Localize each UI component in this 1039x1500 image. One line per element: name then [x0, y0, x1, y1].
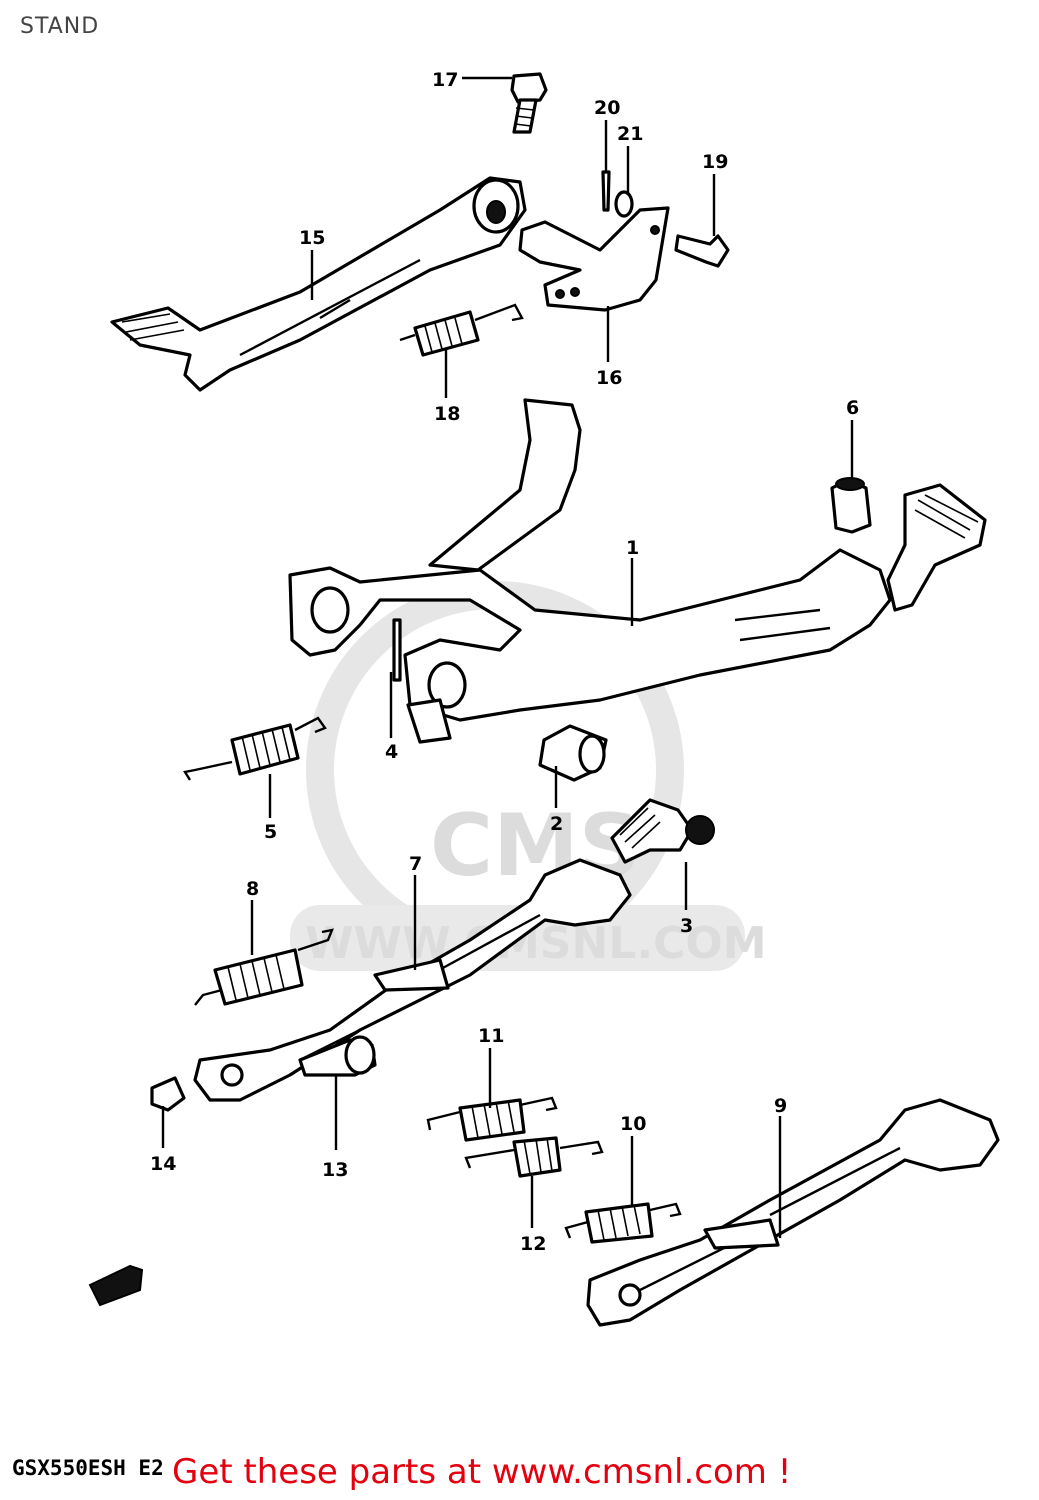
- side-stand-9-part: [586, 1098, 1000, 1327]
- callout-18: 18: [434, 403, 460, 425]
- callout-3: 3: [680, 915, 693, 937]
- leader-lines: [161, 76, 854, 1238]
- callout-1: 1: [626, 537, 639, 559]
- callout-4: 4: [385, 741, 398, 763]
- model-code: GSX550ESH E2: [12, 1456, 164, 1480]
- callout-8: 8: [246, 878, 259, 900]
- callout-13: 13: [322, 1159, 348, 1181]
- pin-20-part: [601, 170, 611, 212]
- collar-2-part: [538, 724, 608, 782]
- callout-11: 11: [478, 1025, 504, 1047]
- bracket-fragment-part: [88, 1264, 144, 1307]
- spring-5-part: [183, 716, 327, 781]
- callout-2: 2: [550, 813, 563, 835]
- bolt-13-part: [298, 1035, 377, 1077]
- nut-14-part: [150, 1076, 186, 1112]
- callout-16: 16: [596, 367, 622, 389]
- callout-14: 14: [150, 1153, 176, 1175]
- washer-21-part: [614, 190, 634, 218]
- callout-10: 10: [620, 1113, 646, 1135]
- callout-20: 20: [594, 97, 620, 119]
- brake-rod-16-part: [518, 206, 670, 312]
- callout-19: 19: [702, 151, 728, 173]
- callout-9: 9: [774, 1095, 787, 1117]
- spring-10-part: [564, 1202, 682, 1244]
- callout-5: 5: [264, 821, 277, 843]
- page-title: STAND: [20, 14, 100, 39]
- callout-12: 12: [520, 1233, 546, 1255]
- brake-pedal-part: [110, 176, 527, 392]
- main-stand-part: [288, 398, 987, 744]
- callout-15: 15: [299, 227, 325, 249]
- bolt-17-part: [510, 72, 548, 134]
- bolt-19-part: [674, 234, 730, 268]
- callout-17: 17: [432, 69, 458, 91]
- stopper-6-part: [830, 477, 872, 534]
- callout-7: 7: [409, 853, 422, 875]
- callouts: 17 20 21 19 15 16 18 6 1 4 5 2 3 8 7 11 …: [150, 69, 859, 1255]
- callout-21: 21: [617, 123, 643, 145]
- bolt-3-part: [610, 798, 715, 864]
- side-stand-7-part: [193, 858, 632, 1102]
- spring-18-part: [399, 303, 524, 357]
- callout-6: 6: [846, 397, 859, 419]
- promo-link[interactable]: Get these parts at www.cmsnl.com !: [172, 1452, 792, 1492]
- spring-12-part: [464, 1136, 604, 1178]
- spring-8-part: [194, 928, 334, 1006]
- pin-4-part: [392, 618, 402, 682]
- spring-11-part: [426, 1096, 558, 1142]
